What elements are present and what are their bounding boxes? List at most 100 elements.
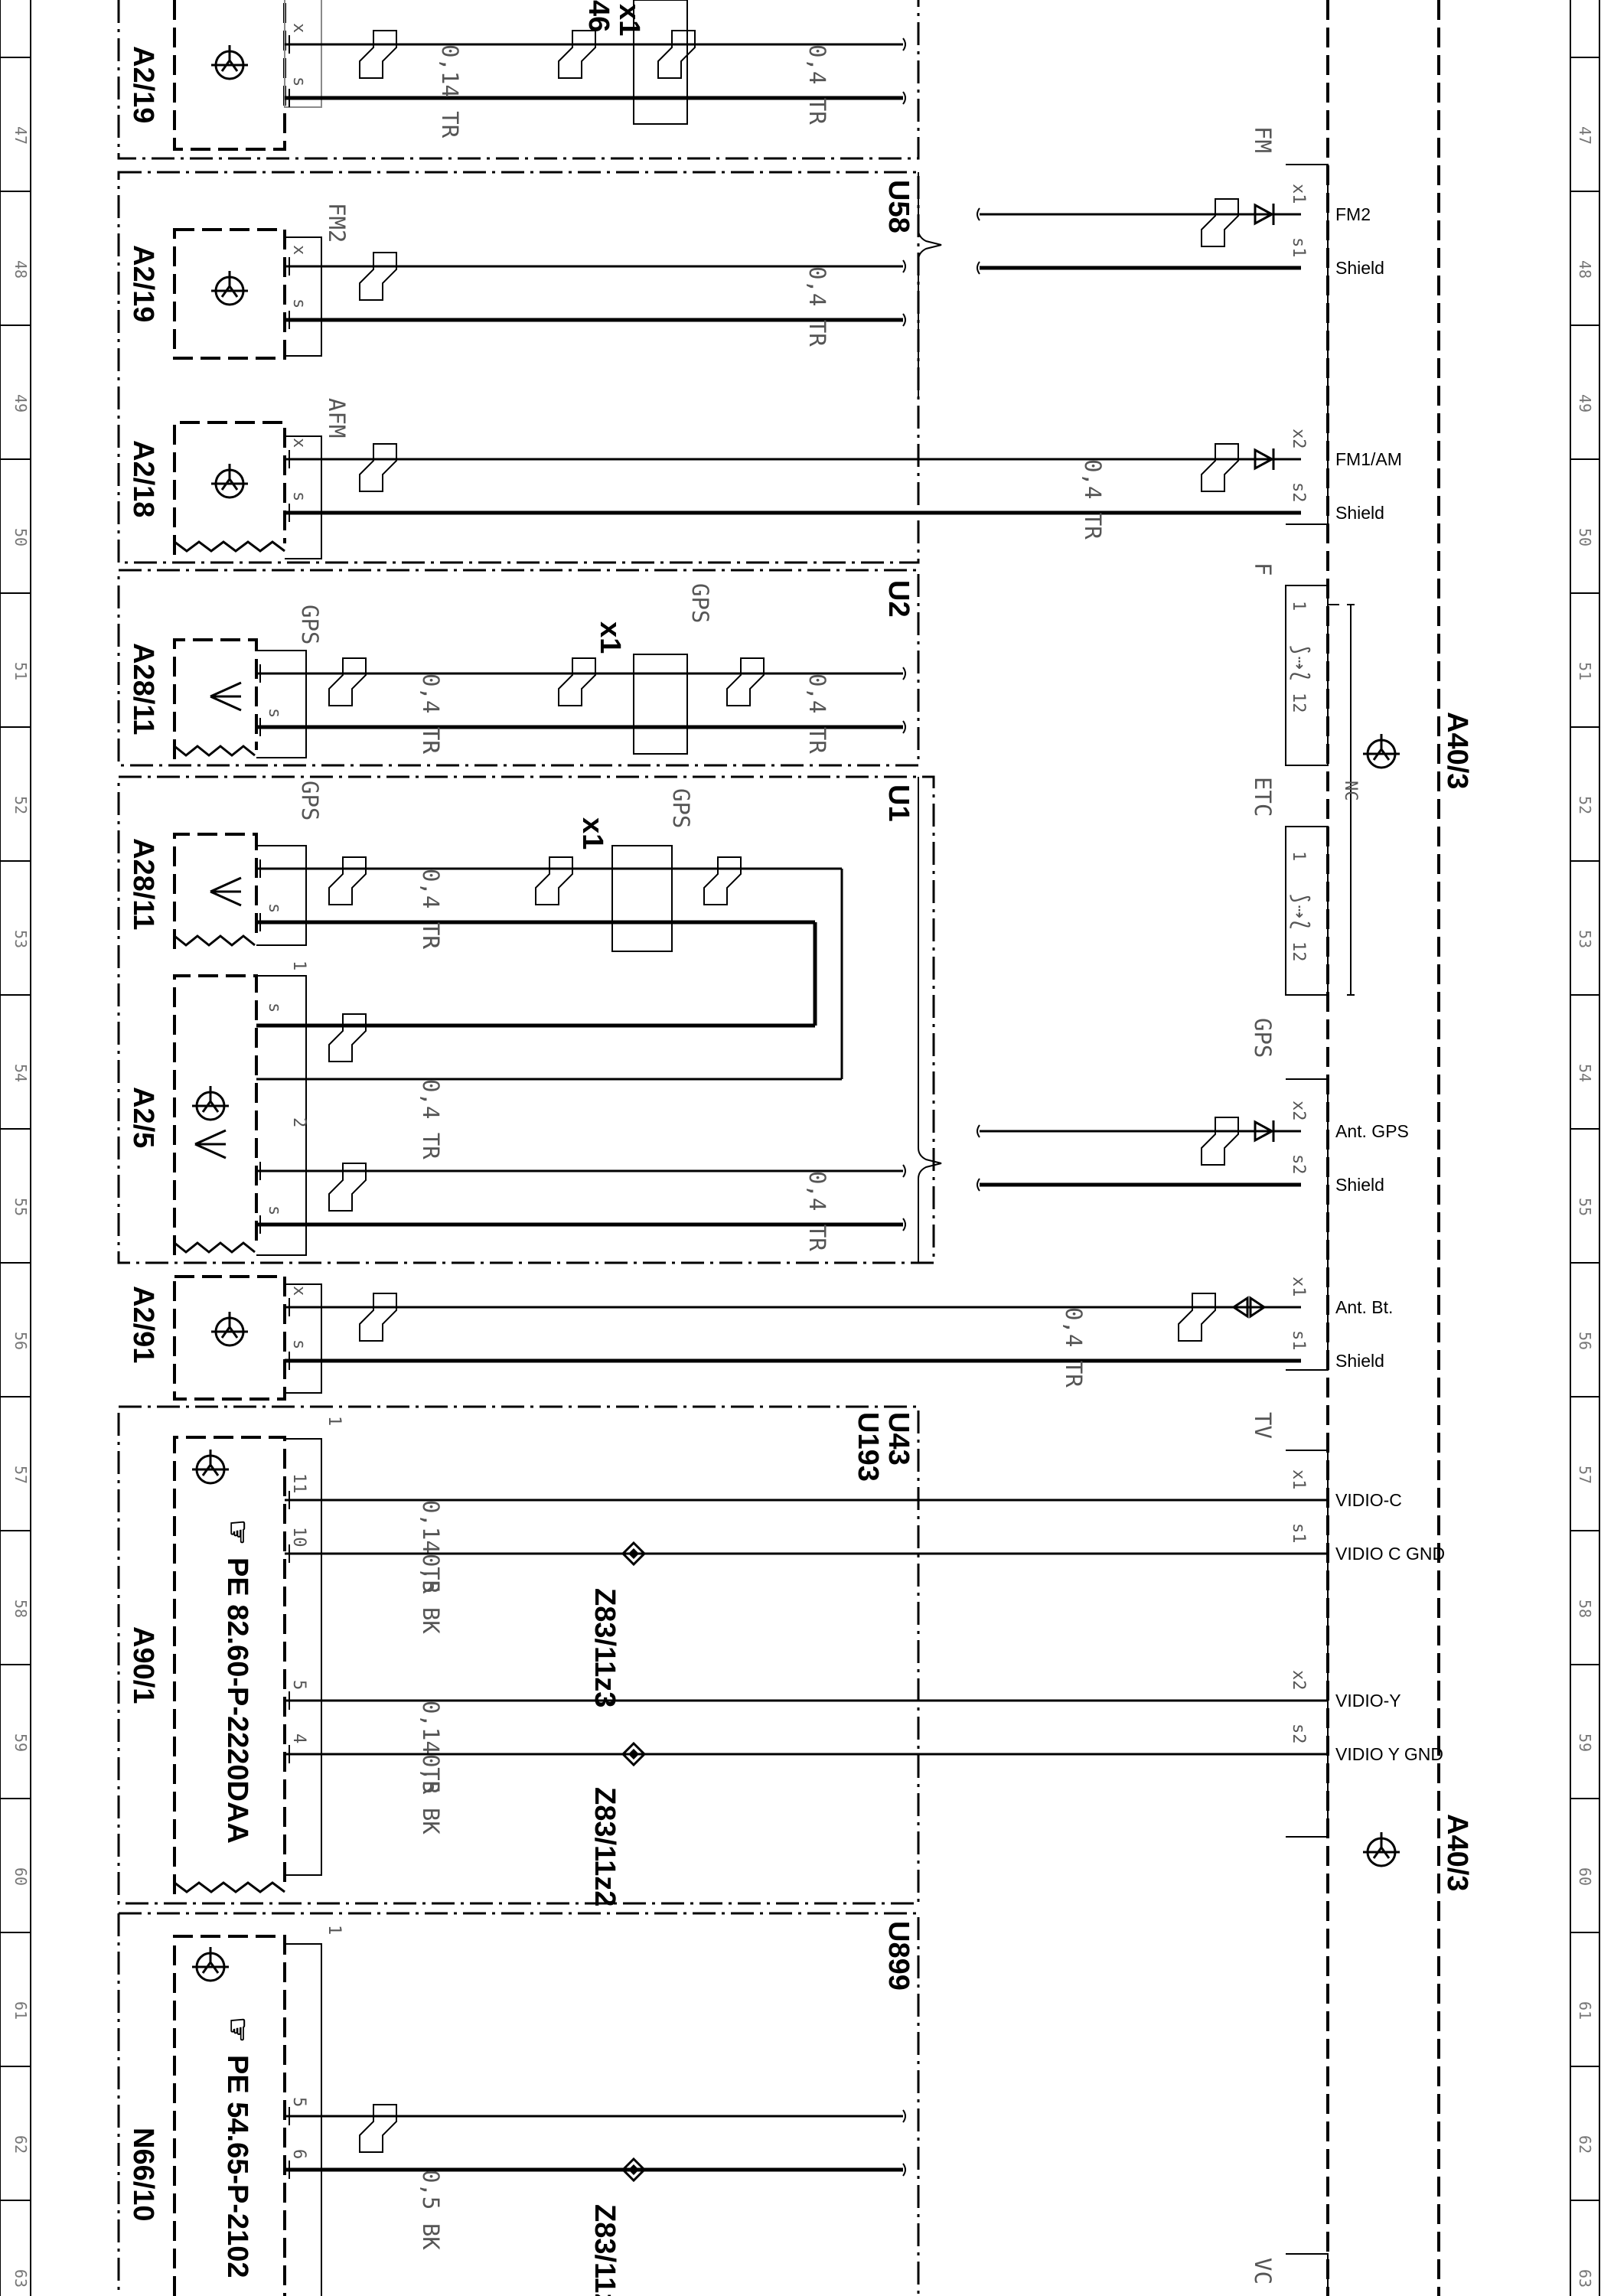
plug-gps-d: GPS <box>668 788 694 828</box>
pin-6: 6 <box>289 2149 308 2159</box>
pin-12: 12 <box>1289 941 1308 962</box>
pin-x: x <box>289 23 308 33</box>
pin-1: 1 <box>324 1416 344 1426</box>
inline-connectors <box>611 0 688 952</box>
plug-f: F <box>1250 563 1276 576</box>
grid-row-54-r: 54 <box>1576 1064 1594 1082</box>
signal-ant-bt: Ant. Bt. <box>1335 1297 1393 1317</box>
component-a28-11-a: A28/11 <box>127 643 159 735</box>
wire-ends <box>902 38 980 2177</box>
grid-row-59: 59 <box>11 1733 30 1752</box>
signal-ant-gps: Ant. GPS <box>1335 1121 1409 1141</box>
wire-04tr-a25b: 0,4 TR <box>804 1171 830 1251</box>
pin-s2: s2 <box>1289 482 1308 503</box>
component-a90-1: A90/1 <box>127 1626 159 1704</box>
signal-fm2: FM2 <box>1335 204 1371 224</box>
wire-tr-gps1: TR <box>418 727 444 754</box>
plug-gps-b: GPS <box>687 583 713 623</box>
doc-ref-a90: PE 82.60-P-2220DAA <box>221 1557 253 1844</box>
component-n66-10: N66/10 <box>127 2128 159 2222</box>
pin-x: x <box>289 1286 308 1296</box>
pin-1: 1 <box>1289 851 1308 861</box>
antenna-icon <box>210 462 249 499</box>
bidirectional-arrow-icon <box>1231 1296 1249 1319</box>
grid-row-52-r: 52 <box>1576 796 1594 814</box>
module-outlines <box>117 0 1440 2296</box>
signal-shield-1: Shield <box>1335 258 1384 278</box>
pin-4: 4 <box>289 1733 308 1743</box>
pin-x2: x2 <box>1289 1101 1308 1121</box>
pin-s: s <box>265 708 284 718</box>
splice-z83-11z: Z83/11z <box>589 2204 621 2296</box>
pin-x: x <box>289 438 308 448</box>
component-boxes <box>173 0 286 2296</box>
pin-s: s <box>289 1339 308 1349</box>
splices <box>621 1541 646 2182</box>
wires <box>256 43 1352 2172</box>
grid-row-57: 57 <box>11 1466 30 1484</box>
component-a28-11-b: A28/11 <box>127 838 159 930</box>
wire-014tr-vy: 0,14 TR <box>418 1701 444 1795</box>
plug-nc: NC <box>1341 781 1360 801</box>
inline-x1-u1: x1 <box>576 817 608 850</box>
pin-5: 5 <box>289 2097 308 2107</box>
doc-ref-n66: PE 54.65-P-2102 <box>221 2055 253 2278</box>
splice-z83-11z2: Z83/11z2 <box>589 1787 621 1906</box>
grid-row-50: 50 <box>11 528 30 546</box>
grid-row-51: 51 <box>11 662 30 680</box>
pin-11: 11 <box>289 1473 308 1494</box>
grid-row-49-r: 49 <box>1576 394 1594 413</box>
module-u43: U43 <box>882 1412 915 1466</box>
grid-row-50-r: 50 <box>1576 528 1594 546</box>
pin-s1: s1 <box>1289 1523 1308 1544</box>
labels: A2/19 A2/19 A2/18 A28/11 A28/11 A2/5 A2/… <box>127 0 1473 2296</box>
wire-04tr-gps2: 0,4 TR <box>804 673 830 754</box>
antenna-icon <box>210 44 249 80</box>
grid-row-60-r: 60 <box>1576 1867 1594 1886</box>
signal-shield-4: Shield <box>1335 1351 1384 1371</box>
wire-04tr-fm2: 0,4 TR <box>804 266 830 347</box>
pin-s: s <box>289 298 308 308</box>
plug-fm: FM <box>1250 126 1276 153</box>
wire-014tr-vc: 0,14 TR <box>418 1500 444 1594</box>
bidirectional-arrow-icon <box>1249 1296 1267 1319</box>
module-u2: U2 <box>882 580 915 618</box>
component-a2-18: A2/18 <box>127 440 159 517</box>
module-u193: U193 <box>852 1412 884 1482</box>
wire-04tr-a25: 0,4 TR <box>418 1079 444 1159</box>
pin-x1: x1 <box>1289 184 1308 204</box>
plug-etc: ETC <box>1250 777 1276 817</box>
grid-row-58: 58 <box>11 1600 30 1618</box>
wire-04tr-top: 0,4 TR <box>804 44 830 125</box>
switch-contact-icon: ⟆⇢⟅ <box>1288 892 1314 931</box>
grid-row-47-r: 47 <box>1576 126 1594 145</box>
pin-x1: x1 <box>1289 1469 1308 1490</box>
grid-row-56: 56 <box>11 1332 30 1350</box>
grid-row-57-r: 57 <box>1576 1466 1594 1484</box>
pin-s: s <box>289 77 308 86</box>
pin-s2: s2 <box>1289 1724 1308 1744</box>
grid-row-63: 63 <box>11 2269 30 2288</box>
rf-arrows <box>1231 202 1275 1319</box>
antenna-icon <box>191 1448 230 1485</box>
signal-shield-2: Shield <box>1335 503 1384 523</box>
antenna-icon <box>1361 1831 1401 1867</box>
grid-numbers-left: 47 48 49 50 51 52 53 54 55 56 57 58 59 6… <box>11 126 30 2288</box>
pin-s2: s2 <box>1289 1154 1308 1175</box>
grid-row-53-r: 53 <box>1576 930 1594 948</box>
switch-contact-icon: ⟆⇢⟅ <box>1288 643 1314 683</box>
signal-vidio-y: VIDIO-Y <box>1335 1691 1401 1711</box>
wire-014tr-top: 0,14 TR <box>437 44 463 139</box>
pin-s: s <box>289 491 308 501</box>
grid-numbers-right: 47 48 49 50 51 52 53 54 55 56 57 58 59 6… <box>1576 126 1594 2288</box>
component-a40-3-a: A40/3 <box>1441 712 1473 789</box>
signal-vidio-y-gnd: VIDIO Y GND <box>1335 1744 1443 1764</box>
inline-x1-top: x1 <box>613 4 645 36</box>
plug-afm: AFM <box>324 398 350 438</box>
grid-row-51-r: 51 <box>1576 662 1594 680</box>
grid-row-62: 62 <box>11 2135 30 2154</box>
module-46-cut: 46 <box>582 0 615 32</box>
wire-04tr-gps3: 0,4 TR <box>418 869 444 949</box>
fuse-plugs <box>1285 585 1355 996</box>
antenna-icon <box>1361 732 1401 769</box>
